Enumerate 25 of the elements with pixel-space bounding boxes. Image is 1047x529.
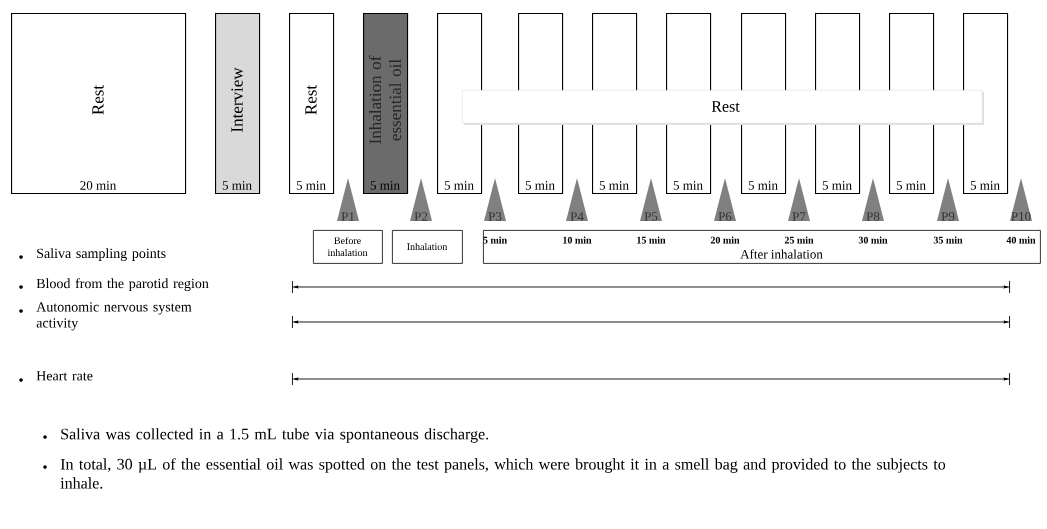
sampling-point-triangle: P2 — [410, 178, 432, 221]
sampling-point-triangle: P10 — [1010, 178, 1032, 221]
phase-box: 5 min — [437, 13, 483, 195]
phase-box: Rest 5 min — [289, 13, 335, 195]
sampling-point-triangle: P1 — [337, 178, 359, 221]
sampling-point-triangle: P9 — [937, 178, 959, 221]
phase-box: 5 min 10 min 15 min 20 min 25 min 30 min 35 min 40 min After inhalation — [483, 230, 1041, 264]
phase-box: 5 min — [963, 13, 1009, 195]
sampling-point-triangle: P7 — [788, 178, 810, 221]
sampling-point-triangle: P5 — [640, 178, 662, 221]
phase-box: Inhalation of essential oil 5 min — [363, 13, 409, 195]
label-text: Saliva sampling points — [37, 248, 166, 261]
sampling-point-triangle: P6 — [714, 178, 736, 221]
phase-box: Inhalation — [392, 230, 463, 264]
label-text: Autonomic nervous system activity — [36, 302, 192, 331]
label-text: Blood from the parotid region — [36, 278, 209, 292]
sampling-point-triangle: P4 — [566, 178, 588, 221]
phase-box: Before inhalation — [313, 230, 383, 264]
sampling-point-triangle: P8 — [862, 178, 884, 221]
label-text: In total, 30 µL of the essential oil was spotted on the test panels, which were brought it in a smell bag and provided to the subjects to inhale. — [60, 458, 946, 489]
label-text: Heart rate — [36, 371, 93, 381]
sampling-point-triangle: P3 — [484, 178, 506, 221]
phase-box: Rest 20 min — [11, 13, 187, 195]
label-text: Saliva was collected in a 1.5 mL tube via spontaneous discharge. — [61, 428, 489, 443]
phase-box: Interview 5 min — [215, 13, 261, 195]
